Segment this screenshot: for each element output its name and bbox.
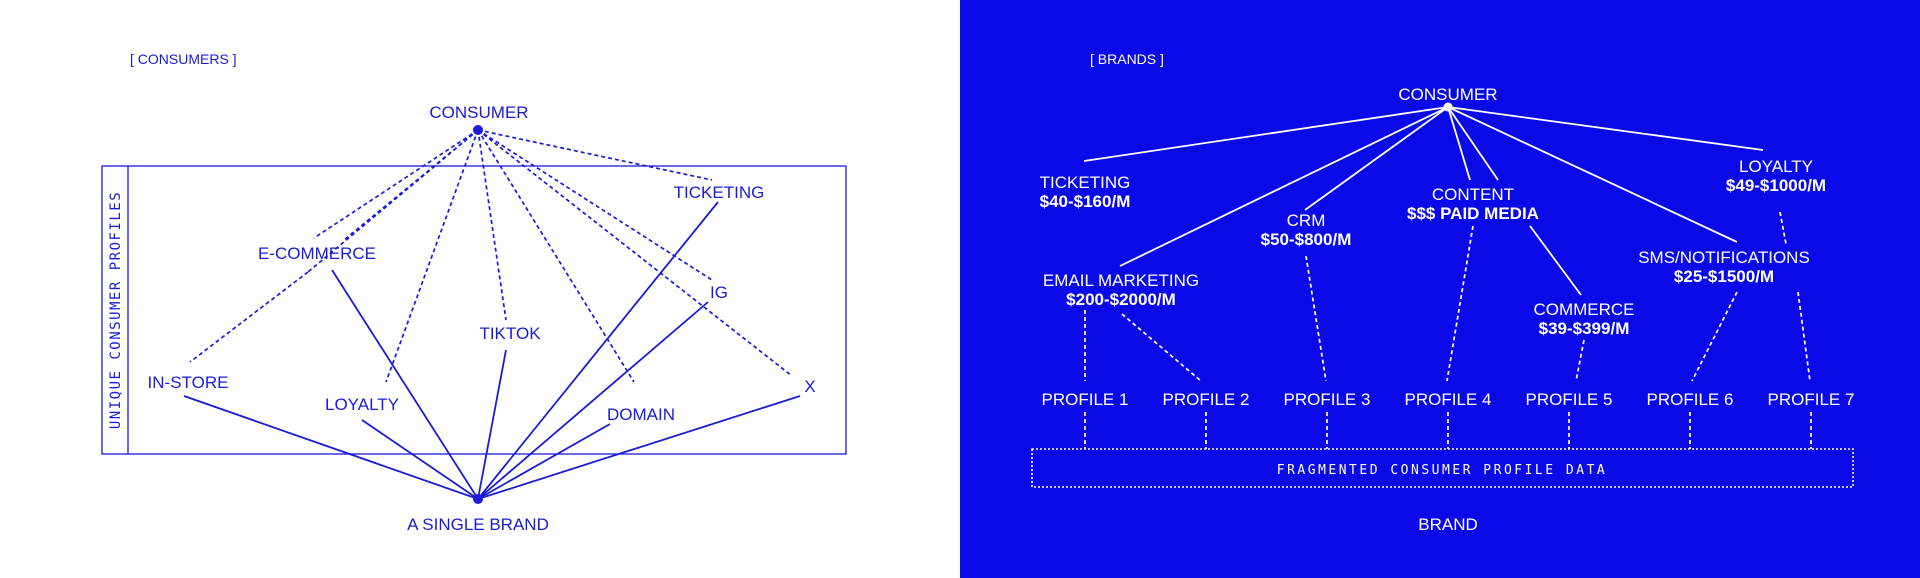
consumer-to-domain-line xyxy=(477,129,635,383)
brands-section-label: [ BRANDS ] xyxy=(1090,51,1164,67)
single-brand-label: A SINGLE BRAND xyxy=(407,515,549,534)
consumer-to-crm-line xyxy=(1304,106,1449,211)
content-cost: $$$ PAID MEDIA xyxy=(1407,204,1539,223)
left-ig-label: IG xyxy=(710,283,728,302)
email-cost: $200-$2000/M xyxy=(1066,290,1176,309)
consumer-to-instore-line-b xyxy=(189,271,309,363)
brand-to-ig-line xyxy=(477,301,709,500)
consumer-to-instore-line-a xyxy=(307,129,479,273)
consumer-connections xyxy=(189,129,793,383)
ticketing-cost: $40-$160/M xyxy=(1040,192,1131,211)
email-to-profile2-line xyxy=(1121,313,1202,382)
ticketing-name: TICKETING xyxy=(1040,173,1131,192)
consumers-section-label: [ CONSUMERS ] xyxy=(130,51,237,67)
commerce-cost: $39-$399/M xyxy=(1539,319,1630,338)
consumer-to-ecommerce-line-a xyxy=(313,129,479,239)
right-profile-connections xyxy=(1084,211,1812,449)
brand-to-ecommerce-line xyxy=(331,269,479,500)
sms-name: SMS/NOTIFICATIONS xyxy=(1638,248,1810,267)
consumer-to-email-line xyxy=(1119,106,1449,267)
email-name: EMAIL MARKETING xyxy=(1043,271,1199,290)
consumer-to-content-line-a xyxy=(1447,106,1471,181)
consumer-to-x-line xyxy=(477,129,793,377)
left-ecommerce-label: E-COMMERCE xyxy=(258,244,376,263)
brand-node xyxy=(473,494,483,504)
content-to-commerce-line xyxy=(1529,225,1582,296)
right-brand-label: BRAND xyxy=(1418,515,1478,534)
consumer-to-ig-line xyxy=(477,129,713,281)
sms-to-profile7-line xyxy=(1797,291,1811,382)
loyalty-to-sms-line xyxy=(1779,211,1787,245)
brand-to-domain-line xyxy=(477,423,611,500)
profile-3: PROFILE 3 xyxy=(1284,390,1371,409)
content-name: CONTENT xyxy=(1432,185,1514,204)
right-consumer-label: CONSUMER xyxy=(1398,85,1497,104)
crm-cost: $50-$800/M xyxy=(1261,230,1352,249)
profile-6: PROFILE 6 xyxy=(1647,390,1734,409)
fragmented-data-box xyxy=(1031,448,1854,488)
right-panel xyxy=(960,0,1920,578)
loyalty-name: LOYALTY xyxy=(1739,157,1813,176)
left-instore-label: IN-STORE xyxy=(148,373,229,392)
right-consumer-node xyxy=(1443,102,1453,112)
consumer-to-loyalty-line xyxy=(1447,106,1764,151)
crm-name: CRM xyxy=(1287,211,1326,230)
consumer-to-sms-line xyxy=(1447,106,1738,243)
profile-5: PROFILE 5 xyxy=(1526,390,1613,409)
left-consumer-label: CONSUMER xyxy=(429,103,528,122)
left-ticketing-label: TICKETING xyxy=(674,183,765,202)
profile-7: PROFILE 7 xyxy=(1768,390,1855,409)
left-panel xyxy=(0,0,960,578)
profile-4: PROFILE 4 xyxy=(1405,390,1492,409)
left-x-label: X xyxy=(804,377,815,396)
left-tiktok-label: TIKTOK xyxy=(479,324,541,343)
consumer-to-ticketing-line xyxy=(1083,106,1449,162)
unique-profiles-box xyxy=(101,165,847,455)
left-loyalty-label: LOYALTY xyxy=(325,395,399,414)
commerce-name: COMMERCE xyxy=(1533,300,1634,319)
unique-profiles-label: UNIQUE CONSUMER PROFILES xyxy=(108,191,124,429)
fragmented-data-label: FRAGMENTED CONSUMER PROFILE DATA xyxy=(1277,463,1607,478)
profile-1: PROFILE 1 xyxy=(1042,390,1129,409)
brand-to-tiktok-line xyxy=(477,349,507,500)
sms-to-profile6-line xyxy=(1691,291,1738,382)
loyalty-cost: $49-$1000/M xyxy=(1726,176,1826,195)
crm-to-profile3-line xyxy=(1305,255,1327,382)
consumer-to-loyalty-line xyxy=(385,129,479,383)
right-consumer-connections xyxy=(1083,106,1764,296)
sms-cost: $25-$1500/M xyxy=(1674,267,1774,286)
consumer-node xyxy=(473,125,483,135)
brand-to-loyalty-line xyxy=(361,419,479,500)
brand-to-x-line xyxy=(477,395,801,500)
consumer-to-content-line-b xyxy=(1447,106,1499,181)
consumer-to-ticketing-line xyxy=(477,129,713,181)
left-domain-label: DOMAIN xyxy=(607,405,675,424)
brand-to-instore-line xyxy=(183,395,479,500)
content-to-profile4-line xyxy=(1446,225,1474,382)
brand-to-ticketing-line xyxy=(477,201,719,500)
profile-2: PROFILE 2 xyxy=(1163,390,1250,409)
brand-connections xyxy=(183,201,801,500)
